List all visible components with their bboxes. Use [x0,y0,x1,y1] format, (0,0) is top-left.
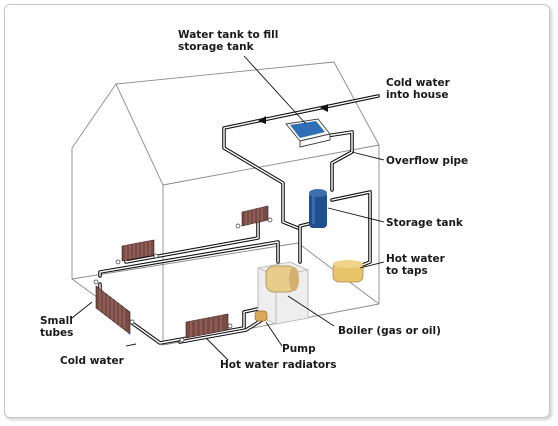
flow-arrow-icon [320,104,328,112]
tank-feed-pipe [326,132,352,190]
label-water-tank: Water tank to fill storage tank [178,29,282,53]
radiator-upper-right [242,206,268,226]
overflow-pipe [332,192,370,268]
label-cold-water: Cold water [60,355,125,367]
hot-water-tap-tank [333,260,363,282]
label-small-tubes: Small tubes [40,315,76,339]
storage-tank [309,189,327,228]
water-tank [286,119,330,147]
labels: Water tank to fill storage tank Cold wat… [40,29,468,371]
label-storage-tank: Storage tank [386,217,464,229]
label-boiler: Boiler (gas or oil) [338,325,441,337]
radiator-left-wall [96,286,130,334]
label-cold-water-in: Cold water into house [386,77,453,101]
label-hot-water-radiators: Hot water radiators [220,359,337,371]
pump [255,311,267,321]
cold-water-main-pipe [224,96,378,228]
label-pump: Pump [282,343,316,355]
label-hot-water-taps: Hot water to taps [386,253,448,277]
label-overflow-pipe: Overflow pipe [386,155,468,167]
